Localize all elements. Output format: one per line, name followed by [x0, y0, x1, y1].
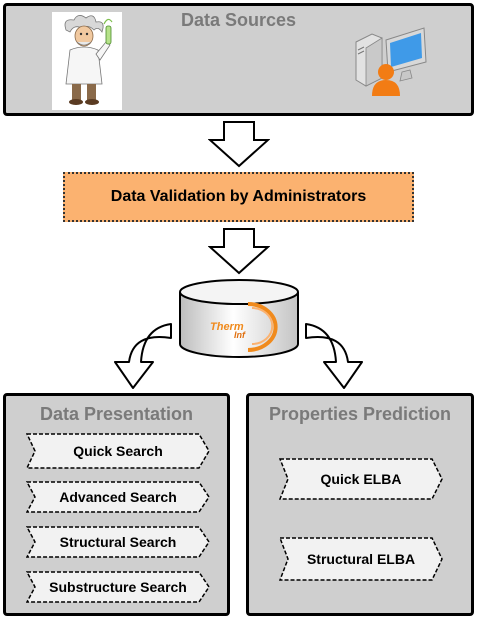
database-cylinder-icon: Therm Inf [179, 279, 299, 358]
down-arrow-icon [208, 228, 270, 275]
database-logo-text-2: Inf [234, 330, 246, 340]
properties-prediction-title: Properties Prediction [268, 404, 452, 424]
quick-elba-button[interactable]: Quick ELBA [279, 458, 443, 500]
data-presentation-panel: Data Presentation Quick Search Advanced … [3, 393, 230, 616]
computer-user-icon [355, 27, 427, 96]
advanced-search-label: Advanced Search [59, 489, 177, 505]
database-logo-text-1: Therm [210, 321, 244, 333]
down-arrow-icon [208, 121, 270, 168]
quick-search-button[interactable]: Quick Search [26, 433, 210, 469]
substructure-search-label: Substructure Search [49, 579, 187, 595]
data-presentation-title: Data Presentation [39, 404, 194, 424]
quick-elba-label: Quick ELBA [320, 471, 402, 487]
properties-prediction-panel: Properties Prediction Quick ELBA Structu… [246, 393, 474, 616]
curved-arrow-left-icon [114, 323, 172, 389]
structural-elba-button[interactable]: Structural ELBA [279, 537, 443, 581]
data-sources-title: Data Sources [180, 10, 297, 30]
substructure-search-button[interactable]: Substructure Search [26, 571, 210, 603]
curved-arrow-right-icon [305, 323, 363, 389]
data-validation-box: Data Validation by Administrators [63, 172, 414, 222]
data-sources-panel: Data Sources [3, 3, 474, 116]
structural-search-label: Structural Search [59, 534, 177, 550]
quick-search-label: Quick Search [73, 443, 163, 459]
advanced-search-button[interactable]: Advanced Search [26, 481, 210, 513]
structural-elba-label: Structural ELBA [306, 551, 416, 567]
structural-search-button[interactable]: Structural Search [26, 526, 210, 558]
scientist-icon [52, 12, 122, 110]
